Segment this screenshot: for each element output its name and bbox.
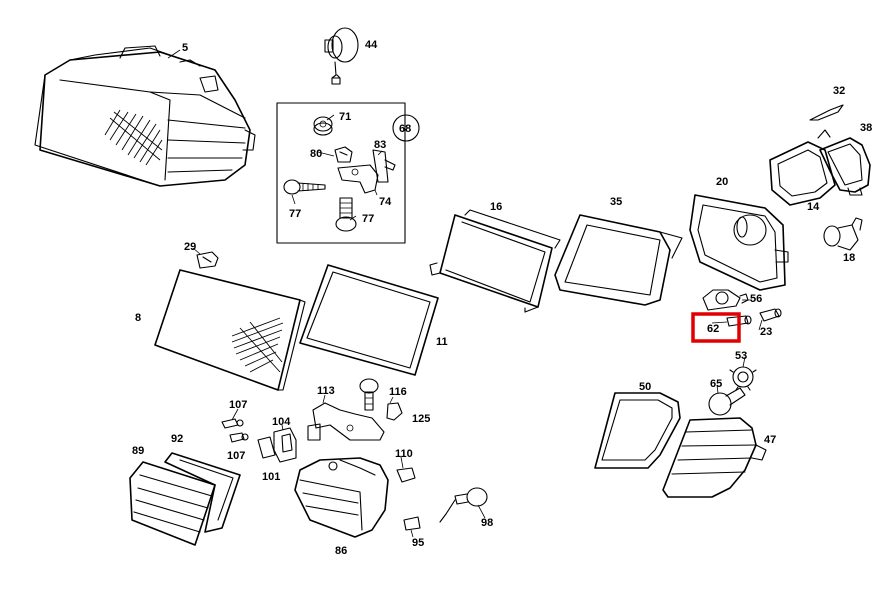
part-110-clip[interactable] — [396, 467, 416, 483]
part-18-bulb-socket[interactable] — [823, 217, 863, 251]
label-77-left[interactable]: 77 — [289, 208, 301, 220]
part-50-lens[interactable] — [594, 392, 681, 469]
part-125-clip[interactable] — [386, 402, 403, 421]
part-32-bracket[interactable] — [809, 104, 844, 121]
label-5[interactable]: 5 — [182, 42, 188, 54]
label-35[interactable]: 35 — [610, 196, 622, 208]
label-18[interactable]: 18 — [843, 252, 855, 264]
part-104-socket[interactable] — [273, 427, 297, 463]
part-56-bulb[interactable] — [702, 289, 749, 311]
label-104[interactable]: 104 — [272, 416, 291, 428]
part-107-bulb-bottom[interactable] — [229, 432, 249, 443]
part-53-socket[interactable] — [729, 366, 757, 391]
part-44-adjuster[interactable] — [324, 27, 359, 85]
label-95[interactable]: 95 — [412, 537, 424, 549]
label-107-bottom[interactable]: 107 — [227, 450, 245, 462]
part-83-bracket[interactable] — [372, 149, 396, 183]
label-110[interactable]: 110 — [395, 448, 413, 460]
part-107-bulb-top[interactable] — [221, 418, 244, 429]
label-86[interactable]: 86 — [335, 545, 347, 557]
label-80[interactable]: 80 — [310, 148, 322, 160]
part-77-screw-left[interactable] — [283, 179, 326, 195]
label-65[interactable]: 65 — [710, 378, 722, 390]
part-68-callout[interactable] — [392, 114, 420, 142]
label-47[interactable]: 47 — [764, 434, 776, 446]
label-32[interactable]: 32 — [833, 85, 845, 97]
label-71[interactable]: 71 — [339, 111, 351, 123]
label-98[interactable]: 98 — [481, 517, 493, 529]
label-101[interactable]: 101 — [262, 471, 280, 483]
part-113-bracket[interactable] — [307, 402, 385, 441]
label-38[interactable]: 38 — [860, 122, 872, 134]
part-80-clip[interactable] — [334, 146, 353, 163]
label-116[interactable]: 116 — [389, 386, 407, 398]
label-20[interactable]: 20 — [716, 176, 728, 188]
leader-lines — [167, 49, 763, 538]
part-29-clip[interactable] — [196, 251, 219, 269]
label-92[interactable]: 92 — [171, 433, 183, 445]
part-38-housing[interactable] — [817, 129, 871, 196]
label-125[interactable]: 125 — [412, 413, 430, 425]
label-53[interactable]: 53 — [735, 350, 747, 362]
part-5-headlamp-assembly[interactable] — [34, 45, 256, 187]
label-74[interactable]: 74 — [379, 196, 392, 208]
part-20-reflector-unit[interactable] — [689, 194, 789, 291]
label-68[interactable]: 68 — [399, 123, 411, 135]
part-101-socket[interactable] — [257, 436, 276, 459]
part-14-gasket[interactable] — [769, 141, 836, 206]
label-11[interactable]: 11 — [436, 336, 448, 348]
part-11-seal[interactable] — [299, 264, 439, 376]
label-113[interactable]: 113 — [317, 385, 335, 397]
label-23[interactable]: 23 — [760, 326, 772, 338]
label-83[interactable]: 83 — [374, 139, 386, 151]
part-62-highlight-box — [691, 312, 741, 343]
part-86-fog-lamp[interactable] — [294, 457, 389, 538]
small-parts-box — [276, 102, 406, 244]
part-8-lens[interactable] — [154, 269, 306, 391]
part-89-fog-lens[interactable] — [129, 461, 216, 546]
label-14[interactable]: 14 — [807, 201, 820, 213]
label-16[interactable]: 16 — [490, 201, 502, 213]
label-77-bottom[interactable]: 77 — [362, 213, 374, 225]
label-8[interactable]: 8 — [135, 312, 141, 324]
part-65-bulb[interactable] — [708, 387, 746, 416]
label-56[interactable]: 56 — [750, 293, 762, 305]
part-35-reflector[interactable] — [554, 214, 683, 306]
part-16-frame[interactable] — [429, 209, 561, 313]
label-107-top[interactable]: 107 — [229, 399, 247, 411]
callout-labels: 5 44 71 68 80 83 77 74 77 16 35 20 32 38… — [132, 39, 872, 557]
part-74-bracket[interactable] — [337, 164, 379, 194]
label-89[interactable]: 89 — [132, 445, 144, 457]
part-47-lamp[interactable] — [662, 417, 767, 498]
part-95-clip[interactable] — [403, 516, 421, 531]
label-44[interactable]: 44 — [365, 39, 378, 51]
label-62[interactable]: 62 — [707, 323, 719, 335]
part-77-screw-bottom[interactable] — [335, 197, 357, 232]
part-23-bulb[interactable] — [759, 308, 782, 322]
label-29[interactable]: 29 — [184, 241, 196, 253]
part-92-fog-gasket[interactable] — [164, 452, 241, 533]
part-71-nut[interactable] — [313, 116, 333, 136]
label-50[interactable]: 50 — [639, 381, 651, 393]
part-116-bolt[interactable] — [359, 378, 379, 411]
part-98-bulb[interactable] — [439, 487, 488, 523]
